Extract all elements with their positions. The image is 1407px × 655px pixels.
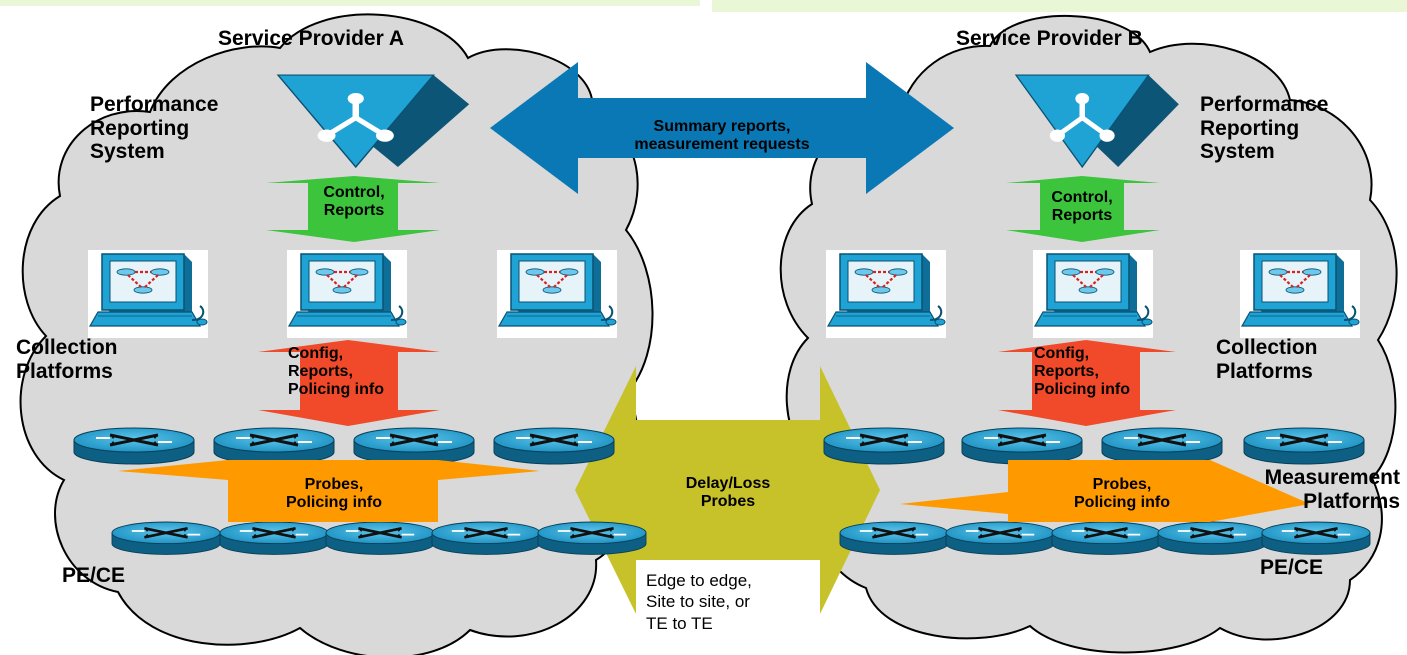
router-icon bbox=[352, 426, 476, 466]
performance-reporting-label-b: Performance Reporting System bbox=[1200, 93, 1329, 164]
probes-label-b: Probes, Policing info bbox=[1074, 476, 1170, 511]
pe-ce-label-a: PE/CE bbox=[62, 564, 126, 587]
router-icon bbox=[1156, 520, 1268, 556]
router-icon bbox=[1050, 520, 1162, 556]
router-icon bbox=[218, 520, 330, 556]
collection-platforms-label-a: Collection Platforms bbox=[16, 336, 118, 383]
workstation-icon bbox=[495, 248, 619, 340]
provider-a-title: Service Provider A bbox=[218, 27, 404, 50]
summary-reports-arrow bbox=[490, 62, 954, 194]
router-icon bbox=[72, 426, 196, 466]
summary-reports-label: Summary reports, measurement requests bbox=[634, 118, 810, 153]
router-icon bbox=[838, 520, 950, 556]
router-icon bbox=[1242, 426, 1366, 466]
collection-platforms-label-b: Collection Platforms bbox=[1216, 336, 1318, 383]
workstation-icon bbox=[1238, 248, 1362, 340]
delay-loss-arrow bbox=[575, 366, 880, 614]
control-reports-label-b: Control, Reports bbox=[1051, 189, 1113, 224]
router-icon bbox=[110, 520, 222, 556]
router-icon bbox=[1100, 426, 1224, 466]
probes-arrow-b bbox=[900, 460, 1310, 522]
control-reports-arrow-b bbox=[1006, 176, 1160, 242]
performance-reporting-label-a: Performance Reporting System bbox=[90, 93, 219, 164]
router-icon bbox=[212, 426, 336, 466]
router-icon bbox=[960, 426, 1084, 466]
workstation-icon bbox=[1031, 248, 1155, 340]
top-band-right bbox=[712, 0, 1407, 12]
router-icon bbox=[324, 520, 436, 556]
router-icon bbox=[536, 520, 648, 556]
config-reports-label-b: Config, Reports, Policing info bbox=[1034, 345, 1130, 398]
workstation-icon bbox=[285, 248, 409, 340]
probes-arrow-a bbox=[118, 460, 540, 522]
pe-ce-label-b: PE/CE bbox=[1260, 556, 1324, 579]
probes-label-a: Probes, Policing info bbox=[286, 476, 382, 511]
config-reports-arrow-a bbox=[258, 340, 440, 426]
control-reports-arrow-a bbox=[266, 176, 440, 242]
scope-note-text: Edge to edge, Site to site, or TE to TE bbox=[646, 571, 752, 633]
delay-loss-label: Delay/Loss Probes bbox=[685, 475, 771, 510]
provider-b-title: Service Provider B bbox=[956, 27, 1143, 50]
router-icon bbox=[944, 520, 1056, 556]
workstation-icon bbox=[86, 248, 210, 340]
config-reports-label-a: Config, Reports, Policing info bbox=[288, 345, 384, 398]
measurement-platforms-label: Measurement Platforms bbox=[1264, 466, 1400, 513]
config-reports-arrow-b bbox=[998, 340, 1176, 426]
control-reports-label-a: Control, Reports bbox=[323, 184, 385, 219]
router-icon bbox=[822, 426, 946, 466]
scope-note-box bbox=[636, 562, 820, 655]
router-icon bbox=[1260, 520, 1372, 556]
workstation-icon bbox=[824, 248, 948, 340]
router-icon bbox=[430, 520, 542, 556]
top-band-left bbox=[0, 0, 700, 6]
router-icon bbox=[492, 426, 616, 466]
